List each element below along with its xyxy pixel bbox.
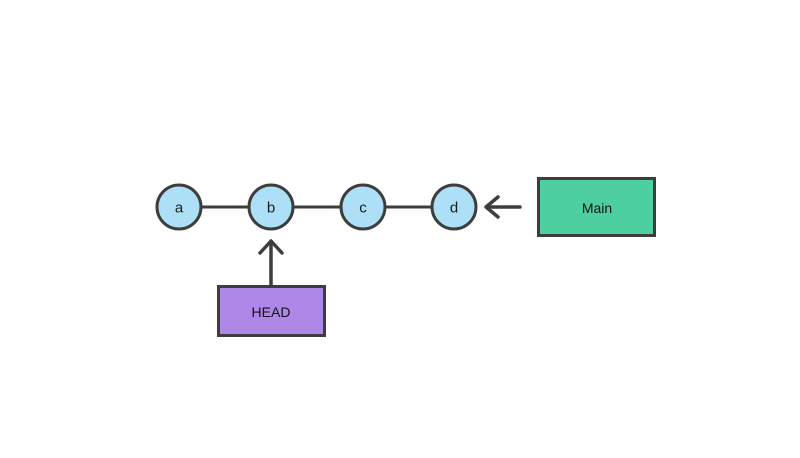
- commit-circle-d[interactable]: [430, 183, 478, 231]
- head-box[interactable]: HEAD: [217, 285, 326, 337]
- commit-circle-a[interactable]: [155, 183, 203, 231]
- main-arrow-head-icon: [484, 195, 500, 219]
- commit-circle-b[interactable]: [247, 183, 295, 231]
- head-arrow-head-icon: [258, 239, 284, 255]
- main-branch-rect[interactable]: [537, 177, 656, 237]
- commit-label-c: c: [359, 200, 367, 217]
- commit-node-b[interactable]: b: [247, 183, 295, 231]
- main-branch-box[interactable]: Main: [537, 177, 656, 237]
- head-label: HEAD: [252, 304, 291, 320]
- commit-label-a: a: [175, 200, 184, 217]
- commit-label-d: d: [450, 200, 458, 217]
- commit-node-d[interactable]: d: [430, 183, 478, 231]
- commit-node-a[interactable]: a: [155, 183, 203, 231]
- main-branch-arrow: [484, 195, 522, 219]
- commit-circle-c[interactable]: [339, 183, 387, 231]
- commit-node-c[interactable]: c: [339, 183, 387, 231]
- commit-label-b: b: [267, 200, 275, 217]
- head-pointer-arrow: [258, 239, 284, 287]
- head-rect[interactable]: [217, 285, 326, 337]
- main-branch-label: Main: [582, 200, 612, 216]
